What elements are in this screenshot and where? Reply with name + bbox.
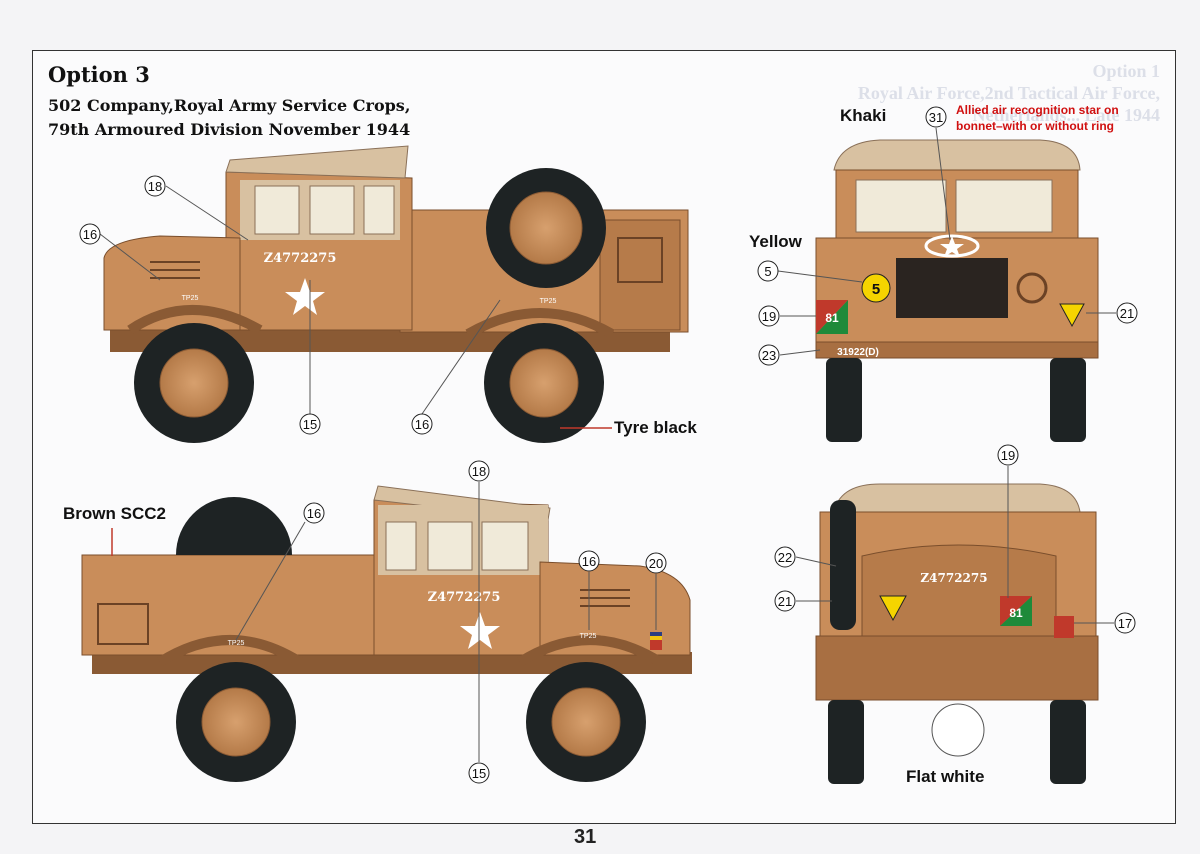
front-bridge-plate: 31922(D) [837, 347, 879, 358]
page-number: 31 [574, 826, 597, 848]
side-view-top: Z4772275 TP25 TP25 [103, 145, 689, 443]
unit-subtitle-line2: 79th Armoured Division November 1944 [48, 120, 411, 139]
bottom-tp-rear: TP25 [228, 640, 245, 647]
svg-text:16: 16 [83, 227, 97, 242]
rear-view: Z4772275 81 [815, 483, 1099, 784]
top-tp-front: TP25 [182, 295, 199, 302]
svg-text:16: 16 [307, 506, 321, 521]
flat-white-label: Flat white [906, 767, 985, 786]
tyre-black-label: Tyre black [614, 418, 697, 437]
rear-unit-sign: 81 [1009, 606, 1023, 620]
bleed-through-text: Option 1 Royal Air Force,2nd Tactical Ai… [857, 61, 1160, 125]
yellow-bridge-disc: 5 [872, 281, 880, 298]
khaki-label: Khaki [840, 106, 887, 125]
callout-markers: 18 16 15 16 31 5 19 23 21 18 15 16 16 20… [79, 106, 1138, 784]
svg-text:15: 15 [303, 417, 317, 432]
option-title: Option 3 [48, 62, 150, 87]
svg-text:16: 16 [582, 554, 596, 569]
svg-text:19: 19 [762, 309, 776, 324]
svg-text:16: 16 [415, 417, 429, 432]
svg-text:21: 21 [778, 594, 792, 609]
recognition-note: Allied air recognition star on bonnet–wi… [956, 103, 1119, 133]
top-side-registration: Z4772275 [264, 251, 337, 266]
svg-text:21: 21 [1120, 306, 1134, 321]
svg-text:18: 18 [472, 464, 486, 479]
side-view-bottom: Z4772275 TP25 TP25 [81, 485, 692, 782]
svg-text:23: 23 [762, 348, 776, 363]
rear-registration: Z4772275 [920, 571, 987, 585]
bottom-side-registration: Z4772275 [428, 590, 501, 605]
top-tp-rear: TP25 [540, 298, 557, 305]
svg-text:17: 17 [1118, 616, 1132, 631]
front-unit-sign: 81 [825, 311, 839, 325]
svg-text:20: 20 [649, 556, 663, 571]
brown-scc2-label: Brown SCC2 [63, 504, 166, 523]
svg-text:5: 5 [764, 264, 771, 279]
svg-text:31: 31 [929, 110, 943, 125]
unit-subtitle-line1: 502 Company,Royal Army Service Crops, [48, 96, 411, 115]
svg-text:15: 15 [472, 766, 486, 781]
svg-text:18: 18 [148, 179, 162, 194]
svg-text:19: 19 [1001, 448, 1015, 463]
front-view: 5 81 31922(D) [815, 139, 1099, 442]
yellow-label: Yellow [749, 232, 802, 251]
bottom-tp-front: TP25 [580, 633, 597, 640]
svg-text:22: 22 [778, 550, 792, 565]
